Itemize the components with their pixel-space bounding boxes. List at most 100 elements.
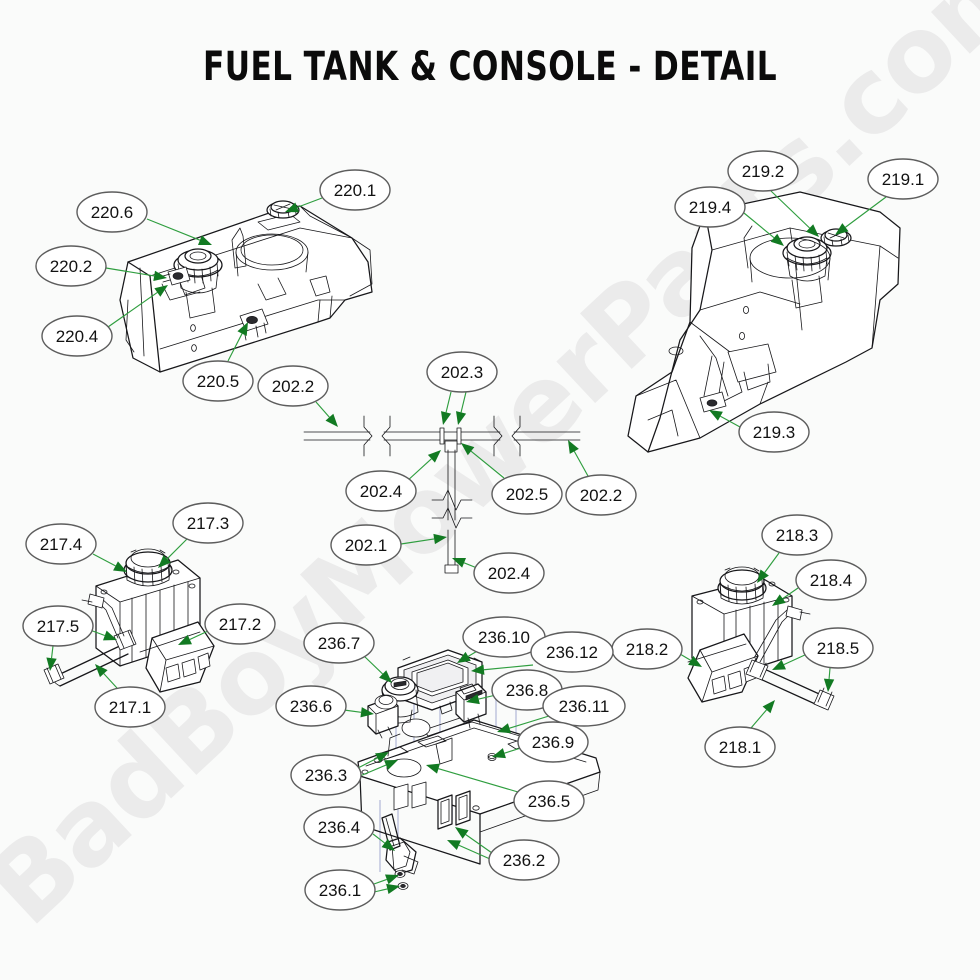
callout-bubble[interactable] bbox=[22, 605, 94, 647]
callout-label: 218.2 bbox=[626, 640, 669, 659]
callout-202-4[interactable]: 202.4 bbox=[345, 450, 441, 512]
callout-bubble[interactable] bbox=[345, 470, 417, 512]
leader-arrowhead bbox=[153, 270, 167, 282]
callout-bubble[interactable] bbox=[76, 191, 148, 233]
callout-219-4[interactable]: 219.4 bbox=[674, 186, 784, 246]
leader-arrowhead bbox=[709, 410, 723, 421]
callout-bubble[interactable] bbox=[304, 869, 376, 911]
callout-202-2[interactable]: 202.2 bbox=[257, 365, 338, 427]
callout-217-4[interactable]: 217.4 bbox=[25, 523, 127, 572]
callout-217-1[interactable]: 217.1 bbox=[94, 664, 166, 728]
callout-label: 236.7 bbox=[318, 634, 361, 653]
callout-220-6[interactable]: 220.6 bbox=[76, 191, 212, 245]
callout-217-5[interactable]: 217.5 bbox=[22, 605, 117, 671]
callout-bubble[interactable] bbox=[41, 315, 113, 357]
callout-label: 236.2 bbox=[503, 851, 546, 870]
leader-arrowhead bbox=[466, 693, 480, 705]
callout-218-5[interactable]: 218.5 bbox=[772, 627, 874, 692]
leader-arrowhead bbox=[772, 594, 786, 606]
callout-218-1[interactable]: 218.1 bbox=[704, 700, 776, 768]
callout-bubble[interactable] bbox=[795, 559, 867, 601]
callout-bubble[interactable] bbox=[473, 552, 545, 594]
callout-bubble[interactable] bbox=[565, 474, 637, 516]
callout-bubble[interactable] bbox=[704, 726, 776, 768]
leader-line bbox=[470, 450, 505, 479]
callout-220-1[interactable]: 220.1 bbox=[285, 169, 391, 213]
callout-220-2[interactable]: 220.2 bbox=[35, 245, 167, 287]
callout-label: 217.5 bbox=[37, 617, 80, 636]
leader-line bbox=[783, 653, 808, 666]
leader-arrowhead bbox=[433, 533, 447, 545]
leader-line bbox=[405, 458, 432, 483]
callout-bubble[interactable] bbox=[204, 603, 276, 645]
callout-202-1[interactable]: 202.1 bbox=[330, 524, 447, 566]
callout-bubble[interactable] bbox=[727, 150, 799, 192]
callout-202-5[interactable]: 202.5 bbox=[461, 443, 563, 515]
callout-label: 219.3 bbox=[753, 423, 796, 442]
callout-236-6[interactable]: 236.6 bbox=[275, 685, 374, 727]
callout-bubble[interactable] bbox=[867, 158, 939, 200]
callout-bubble[interactable] bbox=[94, 686, 166, 728]
callout-bubble[interactable] bbox=[275, 685, 347, 727]
callout-236-11[interactable]: 236.11 bbox=[497, 685, 626, 734]
callout-label: 218.5 bbox=[817, 639, 860, 658]
callout-218-3[interactable]: 218.3 bbox=[757, 514, 833, 583]
callout-236-5[interactable]: 236.5 bbox=[426, 763, 585, 822]
callout-bubble[interactable] bbox=[319, 169, 391, 211]
callout-bubble[interactable] bbox=[674, 186, 746, 228]
leader-arrowhead bbox=[375, 752, 389, 763]
callout-236-7[interactable]: 236.7 bbox=[303, 622, 392, 683]
callout-236-3[interactable]: 236.3 bbox=[290, 752, 398, 796]
callout-bubble[interactable] bbox=[513, 780, 585, 822]
callout-202-2[interactable]: 202.2 bbox=[565, 440, 637, 516]
leader-line bbox=[227, 333, 243, 362]
leader-line bbox=[720, 415, 741, 428]
callout-217-2[interactable]: 217.2 bbox=[178, 603, 276, 645]
callout-220-4[interactable]: 220.4 bbox=[41, 285, 168, 357]
leader-arrowhead bbox=[471, 664, 485, 675]
callout-bubble[interactable] bbox=[303, 806, 375, 848]
callout-219-2[interactable]: 219.2 bbox=[727, 150, 819, 237]
callout-236-9[interactable]: 236.9 bbox=[492, 721, 589, 763]
callout-bubble[interactable] bbox=[802, 627, 874, 669]
callout-bubble[interactable] bbox=[330, 524, 402, 566]
leader-arrowhead bbox=[447, 840, 461, 851]
callout-bubble[interactable] bbox=[182, 360, 254, 402]
callout-218-4[interactable]: 218.4 bbox=[772, 559, 867, 606]
callout-bubble[interactable] bbox=[35, 245, 107, 287]
callout-217-3[interactable]: 217.3 bbox=[158, 502, 244, 568]
callout-bubble[interactable] bbox=[761, 514, 833, 556]
callout-220-5[interactable]: 220.5 bbox=[182, 322, 254, 402]
callout-218-2[interactable]: 218.2 bbox=[611, 628, 702, 670]
callout-bubble[interactable] bbox=[488, 839, 560, 881]
leader-arrowhead bbox=[688, 655, 702, 667]
leader-line bbox=[373, 888, 388, 893]
callout-236-4[interactable]: 236.4 bbox=[303, 806, 395, 851]
callout-202-4[interactable]: 202.4 bbox=[452, 552, 545, 594]
callout-219-1[interactable]: 219.1 bbox=[835, 158, 939, 235]
callout-236-8[interactable]: 236.8 bbox=[466, 669, 563, 711]
callout-bubble[interactable] bbox=[491, 473, 563, 515]
callout-236-2[interactable]: 236.2 bbox=[447, 827, 560, 881]
callout-236-12[interactable]: 236.12 bbox=[471, 631, 614, 675]
callout-bubble[interactable] bbox=[257, 365, 329, 407]
callout-bubble[interactable] bbox=[530, 631, 614, 673]
leader-arrowhead bbox=[360, 707, 374, 718]
callout-bubble[interactable] bbox=[303, 622, 375, 664]
callout-202-3[interactable]: 202.3 bbox=[426, 351, 498, 425]
leader-line bbox=[743, 212, 775, 239]
callout-bubble[interactable] bbox=[172, 502, 244, 544]
callout-bubble[interactable] bbox=[290, 754, 362, 796]
leader-arrowhead bbox=[325, 413, 338, 427]
callout-bubble[interactable] bbox=[542, 685, 626, 727]
callout-bubble[interactable] bbox=[517, 721, 589, 763]
callout-bubble[interactable] bbox=[25, 523, 97, 565]
leader-line bbox=[105, 267, 155, 277]
callout-label: 202.5 bbox=[506, 485, 549, 504]
right-fuel-tank-drawing bbox=[627, 191, 901, 453]
callout-236-1[interactable]: 236.1 bbox=[304, 869, 400, 911]
callout-bubble[interactable] bbox=[426, 351, 498, 393]
callout-219-3[interactable]: 219.3 bbox=[709, 410, 810, 453]
callout-bubble[interactable] bbox=[738, 411, 810, 453]
